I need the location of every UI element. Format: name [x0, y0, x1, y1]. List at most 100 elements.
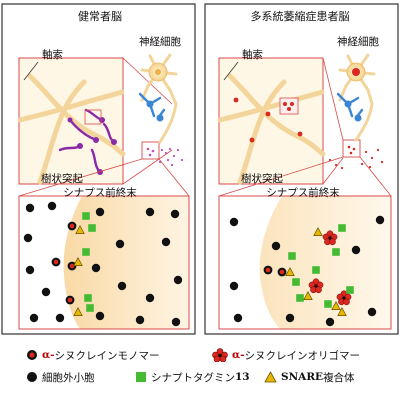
exosome-marker	[229, 281, 239, 291]
oligomer-marker	[322, 230, 338, 246]
right-axon-label: 軸索	[242, 48, 263, 61]
oligomer-marker	[308, 278, 324, 294]
snare-marker	[337, 307, 347, 316]
right-axon-aggregates	[233, 97, 303, 143]
left-synapse-small-box	[141, 141, 160, 160]
exosome-marker	[115, 239, 125, 249]
exosome-marker	[25, 265, 35, 275]
monomer-marker	[65, 295, 75, 305]
snare-icon	[264, 371, 277, 383]
synaptotagmin-icon	[136, 372, 146, 382]
legend-exosome: 細胞外小胞	[26, 368, 95, 386]
legend-oligomer-text: シヌクレインオリゴマー	[244, 349, 360, 362]
monomer-marker	[263, 265, 273, 275]
right-presynaptic-terminal	[259, 196, 391, 329]
exosome-marker	[135, 315, 145, 325]
exosome-icon	[27, 372, 37, 382]
exosome-marker	[375, 215, 385, 225]
right-neuron	[336, 53, 376, 122]
snare-marker	[73, 257, 83, 266]
exosome-marker	[271, 241, 281, 251]
right-zoom-connector-b	[322, 157, 344, 185]
legend-synaptotagmin-text: シナプトタグミン	[151, 371, 235, 384]
snare-marker	[303, 291, 313, 300]
monomer-marker	[51, 257, 61, 267]
synaptotagmin-marker	[82, 212, 90, 220]
exosome-marker	[117, 281, 127, 291]
left-synapse-cloud	[146, 147, 184, 167]
left-synapse-label: シナプス前終末	[63, 186, 137, 199]
left-zoom-connector-d	[158, 158, 190, 197]
synaptotagmin-marker	[86, 304, 94, 312]
synaptotagmin-marker	[82, 248, 90, 256]
right-synapse-label: シナプス前終末	[266, 186, 340, 199]
right-panel: 多系統萎縮症患者脳 軸索 神経細胞 樹状突起 シナプス前終末	[204, 3, 399, 335]
right-zoom-connector-d	[359, 156, 392, 197]
right-neuron-label: 神経細胞	[337, 35, 379, 48]
monomer-icon	[27, 350, 37, 360]
exosome-marker	[41, 287, 51, 297]
left-terminal-branch	[158, 102, 178, 144]
monomer-marker	[277, 267, 287, 277]
synaptotagmin-marker	[332, 248, 340, 256]
synaptotagmin-marker	[346, 286, 354, 294]
synaptotagmin-marker	[292, 278, 300, 286]
exosome-marker	[233, 313, 243, 323]
right-terminal-branch	[354, 102, 374, 142]
synaptotagmin-marker	[296, 294, 304, 302]
exosome-marker	[161, 237, 171, 247]
left-zoom-connector-b	[122, 149, 173, 185]
snare-marker	[73, 307, 83, 316]
right-panel-title: 多系統萎縮症患者脳	[251, 9, 350, 23]
synaptotagmin-marker	[84, 294, 92, 302]
right-synapse-markers	[229, 215, 385, 327]
left-neuron-label: 神経細胞	[139, 35, 181, 48]
left-panel: 健常者脳 軸索 神経細胞 樹状突起 シナプス前終末	[1, 3, 196, 335]
legend-monomer-prefix: α-	[42, 349, 55, 361]
snare-marker	[313, 227, 323, 236]
monomer-marker	[67, 221, 77, 231]
left-axon-pointer	[23, 61, 39, 81]
exosome-marker	[145, 207, 155, 217]
left-zoom-connector-a	[122, 57, 173, 105]
left-zoom-connector-c	[18, 158, 143, 197]
legend-monomer: α-シヌクレインモノマー	[26, 346, 159, 364]
legend-snare-latin: SNARE	[281, 371, 324, 383]
synaptotagmin-marker	[312, 266, 320, 274]
right-synapse-small-box	[342, 139, 361, 158]
exosome-marker	[171, 317, 181, 327]
snare-marker	[331, 301, 341, 310]
exosome-marker	[95, 207, 105, 217]
exosome-marker	[325, 317, 335, 327]
exosome-marker	[23, 233, 33, 243]
exosome-marker	[47, 201, 57, 211]
left-neuron	[138, 53, 178, 122]
exosome-marker	[173, 275, 183, 285]
snare-marker	[285, 267, 295, 276]
legend-oligomer: α-シヌクレインオリゴマー	[212, 346, 360, 364]
legend-exosome-text: 細胞外小胞	[42, 371, 95, 384]
exosome-marker	[55, 313, 65, 323]
right-synapse-cloud	[328, 145, 384, 170]
synaptotagmin-marker	[288, 252, 296, 260]
right-dendrite-label: 樹状突起	[241, 172, 283, 185]
right-zoom-connector-c	[218, 156, 344, 197]
right-axon-pointer	[223, 61, 239, 81]
left-dendrite-label: 樹状突起	[41, 172, 83, 185]
left-synapse-markers	[23, 201, 183, 327]
exosome-marker	[29, 313, 39, 323]
legend-monomer-text: シヌクレインモノマー	[54, 349, 160, 362]
legend-snare-text: 複合体	[323, 371, 355, 384]
exosome-marker	[25, 203, 35, 213]
right-inner-zoom-box	[279, 97, 299, 115]
left-axons	[17, 73, 126, 185]
left-panel-title: 健常者脳	[78, 10, 122, 23]
exosome-marker	[95, 311, 105, 321]
synaptotagmin-marker	[338, 224, 346, 232]
synaptotagmin-marker	[88, 224, 96, 232]
legend: α-シヌクレインモノマー α-シヌクレインオリゴマー 細胞外小胞 シナプトタグミ…	[0, 338, 400, 400]
monomer-marker	[67, 261, 77, 271]
left-axon-label: 軸索	[42, 48, 63, 61]
